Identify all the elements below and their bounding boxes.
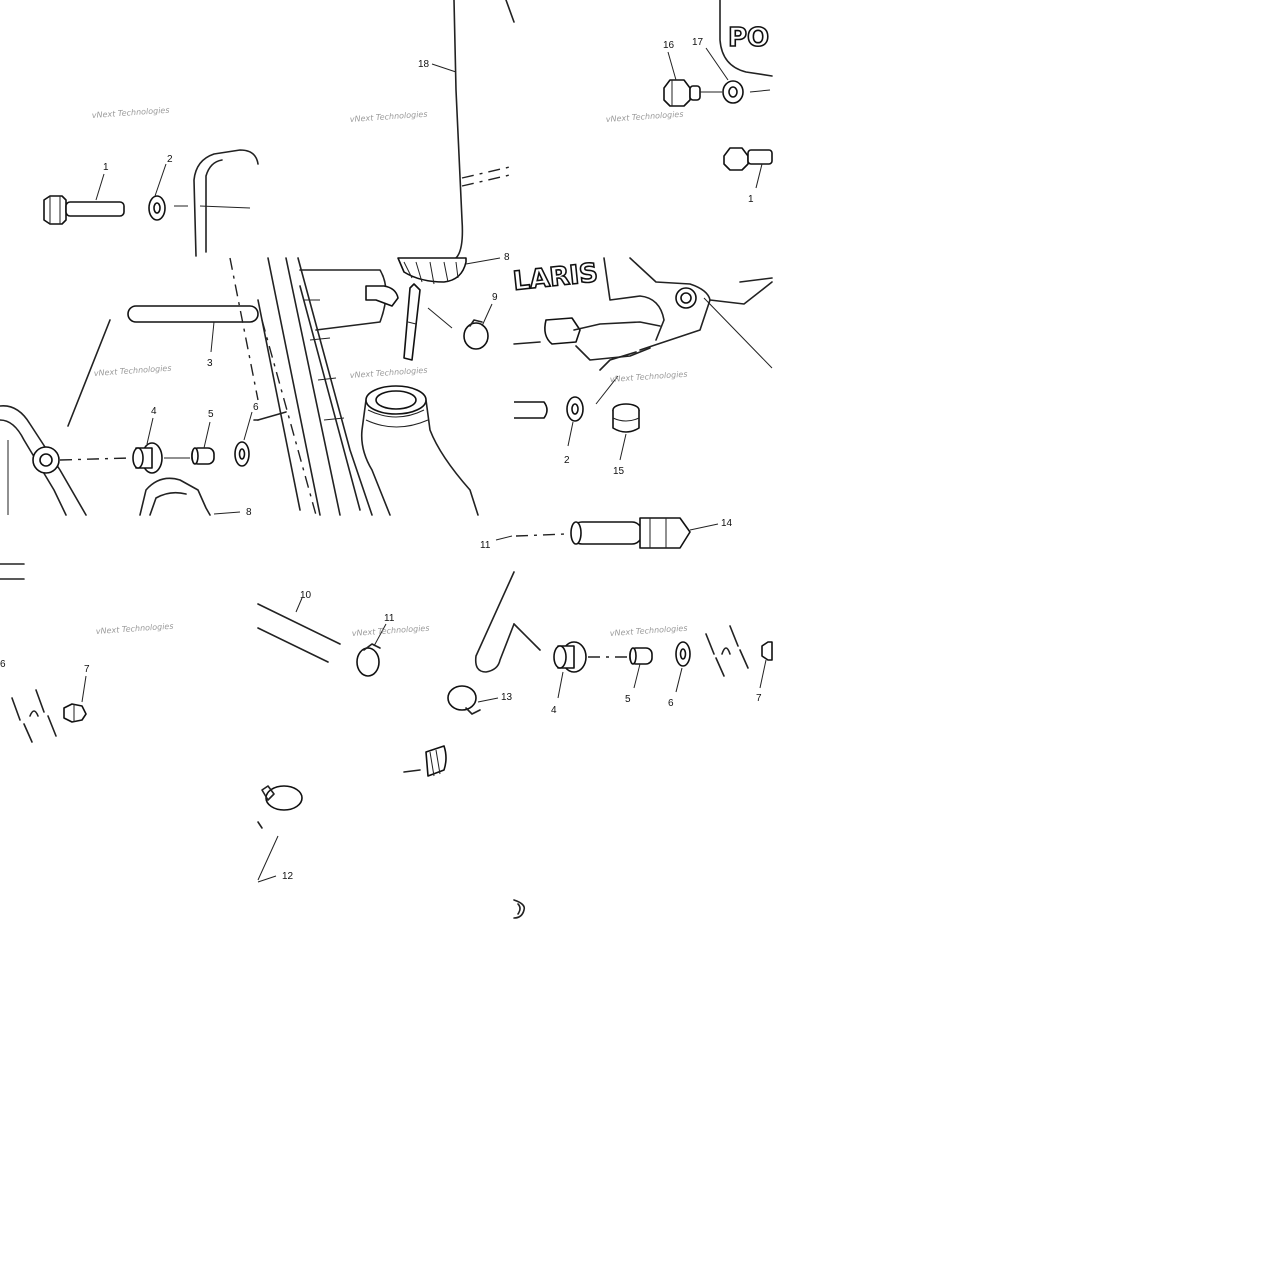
tile-middle-right: LARIS 2 15 vNext Technologies bbox=[511, 257, 773, 477]
tile-bottom-middle: 10 11 13 12 vNext Technologies bbox=[257, 590, 513, 883]
callout-label: 8 bbox=[504, 252, 510, 263]
callout-label: 7 bbox=[84, 664, 90, 675]
callout-label: 6 bbox=[0, 659, 6, 670]
callout-label: 15 bbox=[613, 466, 625, 477]
callout-label: 9 bbox=[492, 292, 498, 303]
callout-label: 1 bbox=[103, 162, 109, 173]
bolt-part bbox=[43, 195, 125, 225]
callout-label: 4 bbox=[151, 406, 157, 417]
callout-label: 5 bbox=[208, 409, 214, 420]
callout-label: 11 bbox=[384, 613, 395, 624]
callout-label: 8 bbox=[246, 507, 252, 518]
callout-label: 4 bbox=[551, 705, 557, 716]
pin-part bbox=[570, 517, 691, 549]
watermark: vNext Technologies bbox=[350, 366, 428, 380]
watermark: vNext Technologies bbox=[610, 370, 688, 384]
watermark: vNext Technologies bbox=[96, 622, 174, 636]
fragment-mark bbox=[517, 903, 521, 915]
callout-label: 13 bbox=[501, 692, 513, 703]
callout-label: 17 bbox=[692, 37, 704, 48]
spacer-part bbox=[132, 442, 163, 474]
tile-bottom-right: 11 14 4 5 6 bbox=[474, 517, 773, 716]
callout-label: 6 bbox=[253, 402, 259, 413]
callout-label: 7 bbox=[756, 693, 762, 704]
brand-logo: LARIS bbox=[512, 258, 600, 297]
watermark: vNext Technologies bbox=[606, 110, 684, 124]
tile-top-left: 1 2 3 4 bbox=[0, 106, 259, 518]
fragment-mark bbox=[513, 899, 526, 919]
watermark: vNext Technologies bbox=[350, 110, 428, 124]
tile-top-right: PO 16 17 1 vNext Technologies bbox=[606, 0, 773, 205]
callout-label: 6 bbox=[668, 698, 674, 709]
callout-label: 11 bbox=[480, 540, 491, 551]
callout-label: 12 bbox=[282, 871, 294, 882]
callout-label: 14 bbox=[721, 518, 733, 529]
callout-label: 18 bbox=[418, 59, 430, 70]
callout-label: 2 bbox=[564, 455, 570, 466]
watermark: vNext Technologies bbox=[94, 364, 172, 378]
callout-label: 16 bbox=[663, 40, 675, 51]
washer-part bbox=[148, 195, 166, 221]
watermark: vNext Technologies bbox=[610, 624, 688, 638]
watermark: vNext Technologies bbox=[92, 106, 170, 120]
tile-top-middle: 18 8 9 bbox=[257, 0, 515, 516]
watermark: vNext Technologies bbox=[352, 624, 430, 638]
brand-logo: PO bbox=[728, 23, 769, 53]
callout-label: 10 bbox=[300, 590, 312, 601]
callout-label: 3 bbox=[207, 358, 213, 369]
callout-label: 5 bbox=[625, 694, 631, 705]
callout-label: 1 bbox=[748, 194, 754, 205]
callout-label: 2 bbox=[167, 154, 173, 165]
tile-bottom-left: 6 7 vNext Technologies bbox=[0, 563, 174, 743]
